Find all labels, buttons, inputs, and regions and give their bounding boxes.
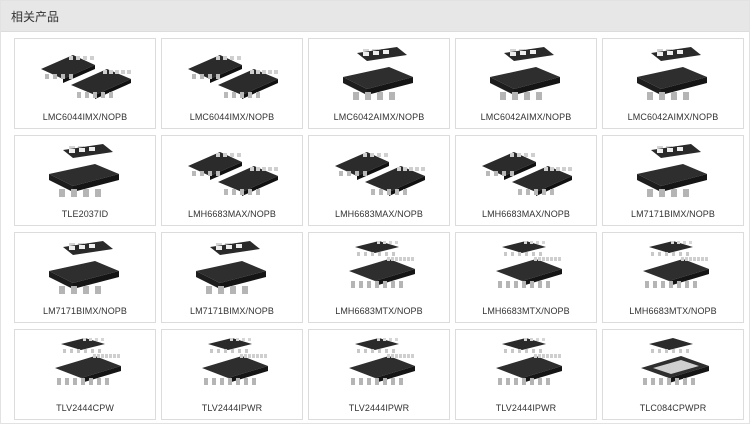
chip-package-icon [349, 241, 415, 288]
product-card[interactable]: LMC6042AIMX/NOPB [455, 38, 597, 129]
product-card[interactable]: LMH6683MTX/NOPB [455, 232, 597, 323]
product-card[interactable]: TLE2037ID [14, 135, 156, 226]
product-card[interactable]: LMH6683MAX/NOPB [455, 135, 597, 226]
product-name[interactable]: LMC6044IMX/NOPB [189, 112, 275, 122]
product-name[interactable]: LM7171BIMX/NOPB [630, 209, 716, 219]
product-card[interactable]: LMH6683MTX/NOPB [602, 232, 744, 323]
product-card[interactable]: TLV2444CPW [14, 329, 156, 420]
product-name[interactable]: LMH6683MAX/NOPB [481, 209, 571, 219]
chip-package-icon [188, 152, 278, 196]
product-image[interactable] [162, 140, 302, 204]
product-image[interactable] [15, 237, 155, 301]
product-name[interactable]: LMH6683MAX/NOPB [334, 209, 424, 219]
chip-package-icon [49, 144, 119, 197]
chip-package-icon [335, 152, 425, 196]
product-grid: LMC6044IMX/NOPB LMC6044IMX/NOPB LMC6042A… [14, 38, 744, 420]
chip-package-icon [41, 55, 131, 99]
chip-package-icon [496, 338, 562, 385]
product-image[interactable] [603, 334, 743, 398]
chip-package-icon [188, 55, 278, 99]
product-name[interactable]: LMH6683MTX/NOPB [335, 306, 423, 316]
product-card[interactable]: LM7171BIMX/NOPB [161, 232, 303, 323]
product-name[interactable]: TLV2444IPWR [348, 403, 410, 413]
product-image[interactable] [456, 237, 596, 301]
product-image[interactable] [456, 140, 596, 204]
product-card[interactable]: TLV2444IPWR [455, 329, 597, 420]
product-name[interactable]: TLV2444IPWR [495, 403, 557, 413]
product-image[interactable] [162, 237, 302, 301]
chip-package-icon [49, 241, 119, 294]
chip-package-icon [643, 241, 709, 288]
product-image[interactable] [456, 334, 596, 398]
product-name[interactable]: TLE2037ID [61, 209, 109, 219]
chip-package-icon [55, 338, 121, 385]
product-name[interactable]: LM7171BIMX/NOPB [42, 306, 128, 316]
chip-package-icon [482, 152, 572, 196]
product-card[interactable]: TLV2444IPWR [308, 329, 450, 420]
chip-package-icon [641, 338, 709, 385]
product-image[interactable] [15, 43, 155, 107]
product-card[interactable]: LMH6683MAX/NOPB [308, 135, 450, 226]
section-title: 相关产品 [11, 9, 60, 24]
product-name[interactable]: LMH6683MTX/NOPB [629, 306, 717, 316]
product-card[interactable]: LMC6044IMX/NOPB [161, 38, 303, 129]
chip-package-icon [490, 47, 560, 100]
section-header: 相关产品 [1, 1, 749, 32]
chip-package-icon [196, 241, 266, 294]
product-card[interactable]: LM7171BIMX/NOPB [14, 232, 156, 323]
chip-package-icon [343, 47, 413, 100]
product-card[interactable]: TLV2444IPWR [161, 329, 303, 420]
product-name[interactable]: TLC084CPWPR [639, 403, 707, 413]
chip-package-icon [349, 338, 415, 385]
product-card[interactable]: LMC6042AIMX/NOPB [308, 38, 450, 129]
product-image[interactable] [456, 43, 596, 107]
product-name[interactable]: LMC6042AIMX/NOPB [627, 112, 719, 122]
product-name[interactable]: LMC6044IMX/NOPB [42, 112, 128, 122]
product-image[interactable] [309, 43, 449, 107]
product-image[interactable] [309, 140, 449, 204]
product-image[interactable] [603, 237, 743, 301]
product-image[interactable] [15, 334, 155, 398]
chip-package-icon [202, 338, 268, 385]
product-image[interactable] [162, 334, 302, 398]
chip-package-icon [637, 47, 707, 100]
product-card[interactable]: LM7171BIMX/NOPB [602, 135, 744, 226]
product-image[interactable] [162, 43, 302, 107]
product-image[interactable] [603, 140, 743, 204]
product-card[interactable]: LMH6683MTX/NOPB [308, 232, 450, 323]
product-card[interactable]: LMC6042AIMX/NOPB [602, 38, 744, 129]
product-name[interactable]: LMH6683MAX/NOPB [187, 209, 277, 219]
product-card[interactable]: LMH6683MAX/NOPB [161, 135, 303, 226]
product-name[interactable]: TLV2444CPW [56, 403, 114, 413]
product-image[interactable] [309, 237, 449, 301]
product-image[interactable] [309, 334, 449, 398]
product-image[interactable] [603, 43, 743, 107]
chip-package-icon [637, 144, 707, 197]
product-card[interactable]: LMC6044IMX/NOPB [14, 38, 156, 129]
product-name[interactable]: LM7171BIMX/NOPB [189, 306, 275, 316]
product-name[interactable]: LMC6042AIMX/NOPB [480, 112, 572, 122]
chip-package-icon [496, 241, 562, 288]
product-image[interactable] [15, 140, 155, 204]
product-name[interactable]: LMC6042AIMX/NOPB [333, 112, 425, 122]
product-card[interactable]: TLC084CPWPR [602, 329, 744, 420]
product-name[interactable]: LMH6683MTX/NOPB [482, 306, 570, 316]
product-name[interactable]: TLV2444IPWR [201, 403, 263, 413]
